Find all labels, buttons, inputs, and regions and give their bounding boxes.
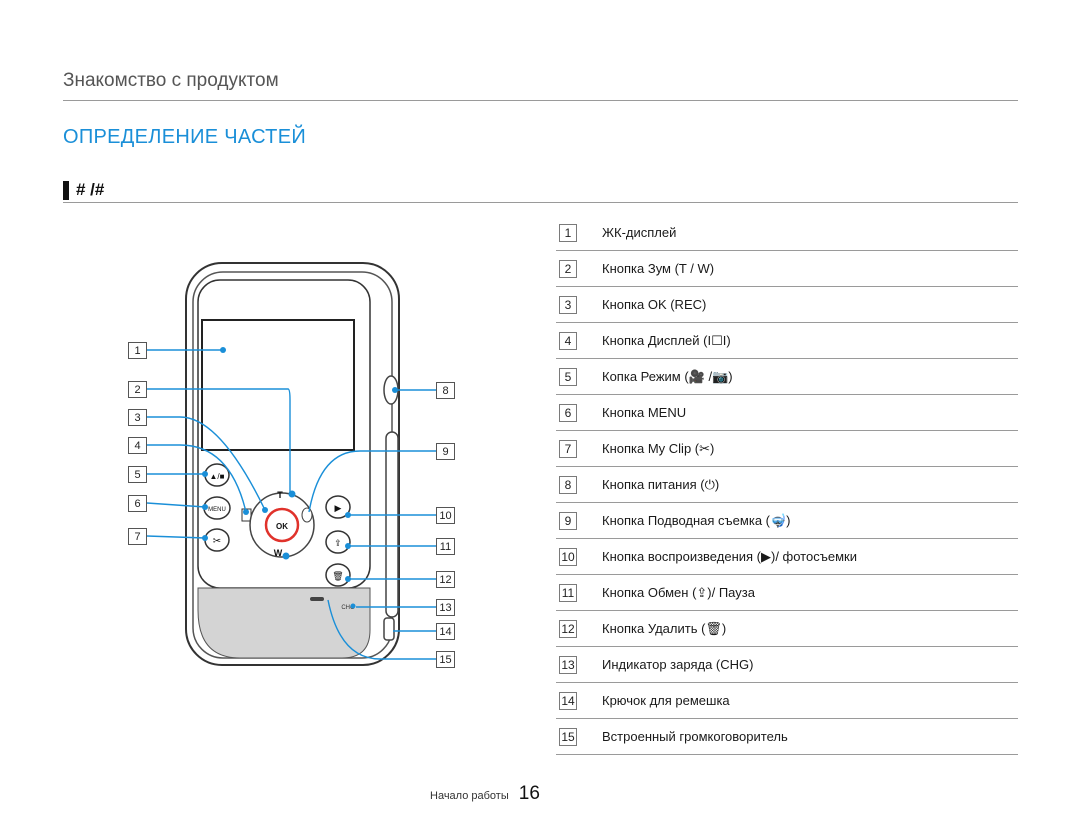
part-number: 14 bbox=[559, 691, 577, 710]
part-label: Индикатор заряда (CHG) bbox=[602, 657, 754, 672]
speaker-area bbox=[197, 587, 371, 659]
zoom-w-label: W bbox=[274, 548, 283, 558]
list-item: 8 Кнопка питания (⏻) bbox=[556, 467, 1018, 503]
part-number: 2 bbox=[559, 259, 577, 278]
ok-button bbox=[264, 507, 300, 543]
subheading-text: # /# bbox=[76, 180, 105, 199]
part-number: 5 bbox=[559, 367, 577, 386]
list-item: 3 Кнопка OK (REC) bbox=[556, 287, 1018, 323]
part-number: 7 bbox=[559, 439, 577, 458]
list-item: 13 Индикатор заряда (CHG) bbox=[556, 647, 1018, 683]
callout-12: 12 bbox=[436, 571, 455, 588]
part-label: Встроенный громкоговоритель bbox=[602, 729, 788, 744]
subheading-rule bbox=[63, 202, 1018, 203]
callout-2: 2 bbox=[128, 381, 147, 398]
part-label: Кнопка Удалить (🗑) bbox=[602, 620, 727, 636]
camcorder-illustration: ▲/■ MENU ✂ OK T W ▶ ⇪ 🗑 CHG bbox=[110, 250, 490, 690]
svg-text:▲/■: ▲/■ bbox=[210, 472, 225, 481]
part-label: Кнопка OK (REC) bbox=[602, 297, 707, 312]
list-item: 2 Кнопка Зум (T / W) bbox=[556, 251, 1018, 287]
callout-11: 11 bbox=[436, 538, 455, 555]
part-number: 8 bbox=[559, 475, 577, 494]
menu-button-label: MENU bbox=[208, 507, 226, 513]
part-label: Копка Режим (🎥 /📷) bbox=[602, 368, 733, 384]
callout-10: 10 bbox=[436, 507, 455, 524]
list-item: 9 Кнопка Подводная съемка (🤿) bbox=[556, 503, 1018, 539]
list-item: 7 Кнопка My Clip (✂) bbox=[556, 431, 1018, 467]
zoom-w-dot bbox=[282, 552, 290, 560]
list-item: 12 Кнопка Удалить (🗑) bbox=[556, 611, 1018, 647]
callout-9: 9 bbox=[436, 443, 455, 460]
callout-15: 15 bbox=[436, 651, 455, 668]
part-number: 3 bbox=[559, 295, 577, 314]
side-grip bbox=[385, 431, 399, 618]
page-heading: ОПРЕДЕЛЕНИЕ ЧАСТЕЙ bbox=[63, 126, 307, 148]
footer-label: Начало работы bbox=[430, 790, 509, 802]
list-item: 5 Копка Режим (🎥 /📷) bbox=[556, 359, 1018, 395]
lcd-screen bbox=[201, 319, 355, 451]
part-number: 13 bbox=[559, 655, 577, 674]
part-label: Кнопка MENU bbox=[602, 405, 687, 420]
ok-label: OK bbox=[276, 522, 288, 531]
svg-text:✂: ✂ bbox=[213, 536, 221, 547]
list-item: 11 Кнопка Обмен (⇪)/ Пауза bbox=[556, 575, 1018, 611]
part-number: 15 bbox=[559, 727, 577, 746]
callout-5: 5 bbox=[128, 466, 147, 483]
svg-text:⇪: ⇪ bbox=[334, 539, 342, 549]
strap-hook bbox=[383, 617, 395, 641]
chg-label: CHG bbox=[341, 605, 355, 611]
part-number: 9 bbox=[559, 511, 577, 530]
part-number: 11 bbox=[559, 583, 577, 602]
page-number: 16 bbox=[518, 783, 540, 804]
part-number: 4 bbox=[559, 331, 577, 350]
svg-text:🗑: 🗑 bbox=[332, 571, 343, 582]
subheading-bar bbox=[63, 180, 69, 200]
callout-14: 14 bbox=[436, 623, 455, 640]
part-label: Кнопка питания (⏻) bbox=[602, 476, 720, 492]
header-rule bbox=[63, 100, 1018, 101]
leader-dots bbox=[202, 347, 398, 582]
subheading: # /# bbox=[63, 180, 104, 200]
part-number: 12 bbox=[559, 619, 577, 638]
zoom-t-label: T bbox=[277, 490, 283, 500]
chg-led-slot bbox=[310, 597, 324, 601]
callout-13: 13 bbox=[436, 599, 455, 616]
part-label: Кнопка Дисплей (I☐I) bbox=[602, 332, 731, 348]
list-item: 6 Кнопка MENU bbox=[556, 395, 1018, 431]
camcorder-drawing: ▲/■ MENU ✂ OK T W ▶ ⇪ 🗑 CHG bbox=[146, 262, 436, 666]
page-footer: Начало работы 16 bbox=[430, 783, 540, 805]
part-number: 6 bbox=[559, 403, 577, 422]
part-label: Крючок для ремешка bbox=[602, 693, 730, 708]
part-number: 10 bbox=[559, 547, 577, 566]
section-title: Знакомство с продуктом bbox=[63, 70, 279, 91]
callout-1: 1 bbox=[128, 342, 147, 359]
list-item: 4 Кнопка Дисплей (I☐I) bbox=[556, 323, 1018, 359]
part-label: ЖК-дисплей bbox=[602, 225, 677, 240]
callout-3: 3 bbox=[128, 409, 147, 426]
callout-8: 8 bbox=[436, 382, 455, 399]
part-label: Кнопка Зум (T / W) bbox=[602, 261, 715, 276]
chg-dot bbox=[350, 603, 356, 609]
part-label: Кнопка Подводная съемка (🤿) bbox=[602, 512, 791, 528]
underwater-button bbox=[301, 507, 313, 523]
callout-6: 6 bbox=[128, 495, 147, 512]
share-button bbox=[325, 530, 351, 554]
list-item: 10 Кнопка воспроизведения (▶)/ фотосъемки bbox=[556, 539, 1018, 575]
list-item: 1 ЖК-дисплей bbox=[556, 215, 1018, 251]
play-button bbox=[325, 495, 351, 519]
callout-7: 7 bbox=[128, 528, 147, 545]
list-item: 15 Встроенный громкоговоритель bbox=[556, 719, 1018, 755]
leader-lines bbox=[146, 349, 436, 660]
part-label: Кнопка My Clip (✂) bbox=[602, 440, 715, 456]
part-label: Кнопка воспроизведения (▶)/ фотосъемки bbox=[602, 548, 857, 564]
callout-4: 4 bbox=[128, 437, 147, 454]
list-item: 14 Крючок для ремешка bbox=[556, 683, 1018, 719]
delete-button bbox=[325, 563, 351, 587]
part-label: Кнопка Обмен (⇪)/ Пауза bbox=[602, 584, 755, 600]
part-number: 1 bbox=[559, 223, 577, 242]
svg-text:▶: ▶ bbox=[335, 504, 342, 514]
